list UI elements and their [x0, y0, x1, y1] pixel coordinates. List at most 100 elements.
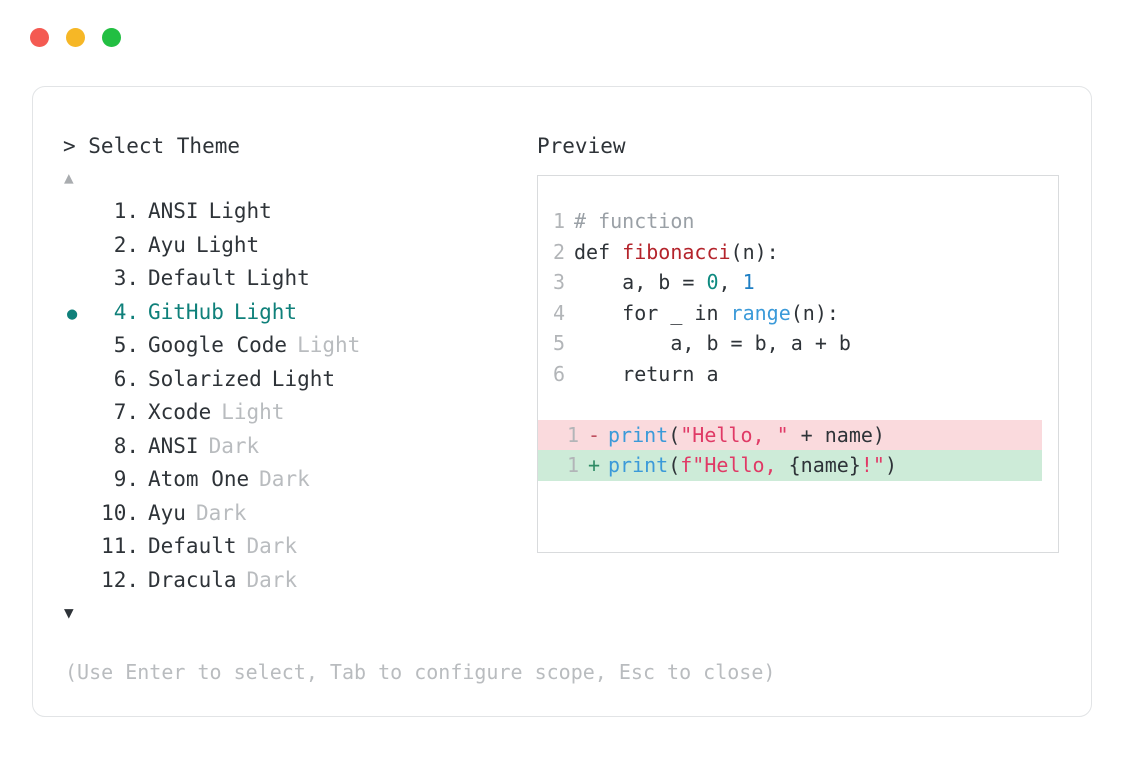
theme-item-variant: Dark: [208, 433, 260, 458]
line-number: 2: [552, 239, 565, 264]
bullet-placeholder: [63, 399, 93, 431]
code-token: fibonacci: [622, 239, 731, 264]
theme-item-name: Atom One: [148, 467, 250, 491]
theme-item-name: ANSI: [148, 199, 199, 223]
code-text: print(f"Hello, {name}!"): [608, 450, 897, 481]
code-line: 5 a, b = b, a + b: [552, 328, 1042, 359]
code-text: return a: [574, 359, 719, 390]
theme-item-name: Default: [148, 266, 237, 290]
window-titlebar: [30, 28, 121, 47]
code-token: 1: [742, 270, 755, 294]
code-token: # function: [574, 209, 695, 233]
theme-item-variant: Light: [233, 299, 298, 324]
code-text: print("Hello, " + name): [608, 420, 885, 451]
code-token: (: [668, 453, 681, 477]
code-text: for _ in range(n):: [574, 298, 839, 329]
diff-removed-line: 1-print("Hello, " + name): [538, 419, 1042, 451]
code-token: print: [608, 422, 669, 447]
code-token: (n):: [730, 239, 779, 264]
code-token: for _ in: [574, 300, 731, 325]
theme-list-item[interactable]: 10. Ayu Dark: [63, 498, 535, 532]
line-number: 5: [552, 331, 565, 355]
bullet-placeholder: [63, 567, 93, 599]
theme-item-variant: Light: [195, 232, 260, 257]
theme-item-variant: Light: [246, 266, 310, 290]
code-token: print: [608, 453, 669, 477]
bullet-placeholder: [63, 232, 93, 264]
theme-item-name: Ayu: [148, 232, 186, 257]
theme-item-index: 1.: [113, 199, 139, 223]
theme-item-name: Google Code: [148, 333, 288, 357]
code-token: def: [574, 239, 623, 264]
theme-list-item[interactable]: 8. ANSI Dark: [63, 431, 535, 465]
theme-item-index: 3.: [113, 266, 139, 290]
code-token: ,: [718, 270, 743, 294]
theme-item-index: 6.: [113, 366, 139, 391]
code-token: a, b = b, a + b: [574, 331, 851, 355]
code-token: 0: [706, 270, 719, 294]
code-token: (n):: [790, 300, 839, 325]
theme-list-item[interactable]: 6. Solarized Light: [63, 364, 535, 398]
code-line: 2 def fibonacci(n):: [552, 237, 1042, 268]
diff-plus-icon: +: [588, 453, 601, 477]
theme-item-variant: Light: [221, 400, 285, 424]
theme-item-variant: Dark: [259, 467, 310, 491]
preview-title: Preview: [537, 134, 626, 158]
line-number: 3: [552, 270, 565, 294]
close-window-button[interactable]: [30, 28, 49, 47]
theme-item-index: 11.: [101, 534, 139, 558]
code-token: {name}: [788, 453, 861, 477]
theme-item-name: Xcode: [148, 400, 212, 424]
code-token: return a: [574, 361, 719, 386]
code-blank-line: [552, 389, 1042, 420]
bullet-placeholder: [63, 366, 93, 398]
theme-item-variant: Light: [297, 333, 361, 357]
theme-item-variant: Light: [271, 366, 336, 391]
minimize-window-button[interactable]: [66, 28, 85, 47]
scroll-up-icon[interactable]: ▲: [64, 168, 74, 187]
diff-minus-icon: -: [588, 422, 601, 447]
keyboard-hint: (Use Enter to select, Tab to configure s…: [65, 660, 776, 684]
code-line: 3 a, b = 0, 1: [552, 267, 1042, 298]
code-line: 6 return a: [552, 359, 1042, 390]
code-token: range: [730, 300, 791, 325]
page-title: > Select Theme: [63, 134, 241, 158]
theme-item-name: Default: [148, 534, 237, 558]
line-number: 1: [566, 453, 579, 477]
theme-item-name: Solarized: [148, 366, 262, 391]
theme-list-item[interactable]: 3. Default Light: [63, 263, 535, 297]
maximize-window-button[interactable]: [102, 28, 121, 47]
theme-item-index: 9.: [113, 467, 139, 491]
theme-list-item[interactable]: 9. Atom One Dark: [63, 464, 535, 498]
theme-item-name: Ayu: [148, 500, 186, 525]
theme-item-name: ANSI: [148, 433, 199, 458]
theme-item-index: 5.: [113, 333, 139, 357]
scroll-down-icon[interactable]: ▼: [64, 603, 74, 622]
bullet-placeholder: [63, 466, 93, 498]
theme-item-index: 12.: [101, 567, 139, 592]
code-token: ): [884, 453, 898, 477]
theme-item-variant: Dark: [195, 500, 247, 525]
bullet-placeholder: [63, 433, 93, 465]
bullet-placeholder: [63, 500, 93, 532]
code-token: f"Hello,: [680, 453, 789, 477]
line-number: 4: [552, 300, 565, 325]
code-text: a, b = b, a + b: [574, 328, 851, 359]
theme-item-index: 10.: [101, 500, 139, 525]
code-line: 4 for _ in range(n):: [552, 298, 1042, 329]
theme-item-index: 8.: [113, 433, 139, 458]
theme-list-item[interactable]: 5. Google Code Light: [63, 330, 535, 364]
code-token: + name): [788, 422, 885, 447]
diff-added-line: 1 + print(f"Hello, {name}!"): [538, 450, 1042, 481]
code-token: !": [860, 453, 885, 477]
